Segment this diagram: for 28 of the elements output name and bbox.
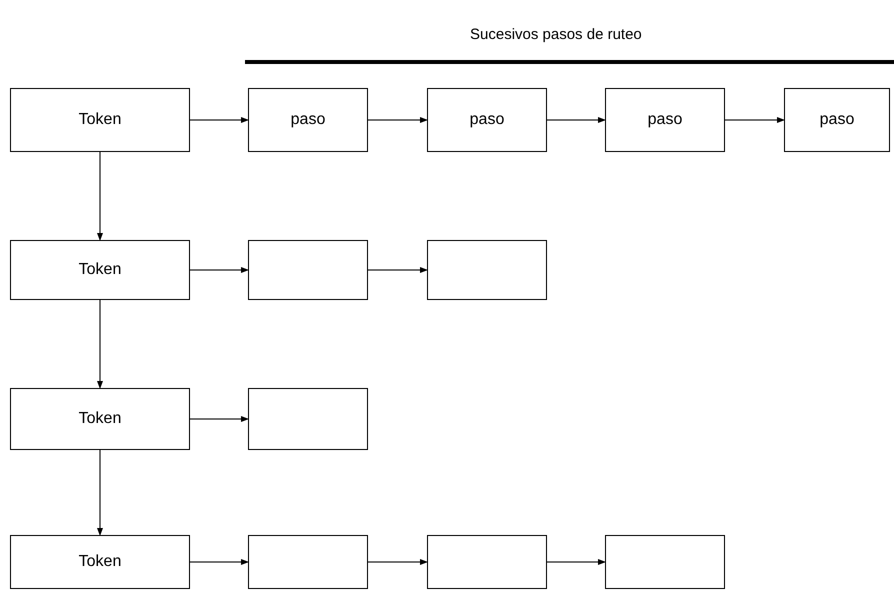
empty-box	[248, 535, 368, 589]
diagram-title: Sucesivos pasos de ruteo	[470, 25, 642, 45]
process-box: Token	[10, 88, 190, 152]
arrow	[546, 559, 606, 565]
arrow	[368, 267, 428, 273]
arrow	[97, 300, 103, 389]
process-box: paso	[248, 88, 368, 152]
process-box: paso	[605, 88, 725, 152]
arrow	[546, 117, 606, 123]
process-box: Token	[10, 388, 190, 450]
arrow	[97, 152, 103, 241]
empty-box	[605, 535, 725, 589]
empty-box	[248, 240, 368, 300]
arrow	[190, 117, 249, 123]
empty-box	[248, 388, 368, 450]
arrow	[97, 450, 103, 536]
arrow	[724, 117, 785, 123]
arrow	[190, 416, 249, 422]
process-box: paso	[784, 88, 890, 152]
process-box: paso	[427, 88, 547, 152]
empty-box	[427, 240, 547, 300]
process-box: Token	[10, 240, 190, 300]
arrow	[368, 559, 428, 565]
arrow	[190, 559, 249, 565]
empty-box	[427, 535, 547, 589]
process-box: Token	[10, 535, 190, 589]
arrow	[368, 117, 428, 123]
arrow	[190, 267, 249, 273]
